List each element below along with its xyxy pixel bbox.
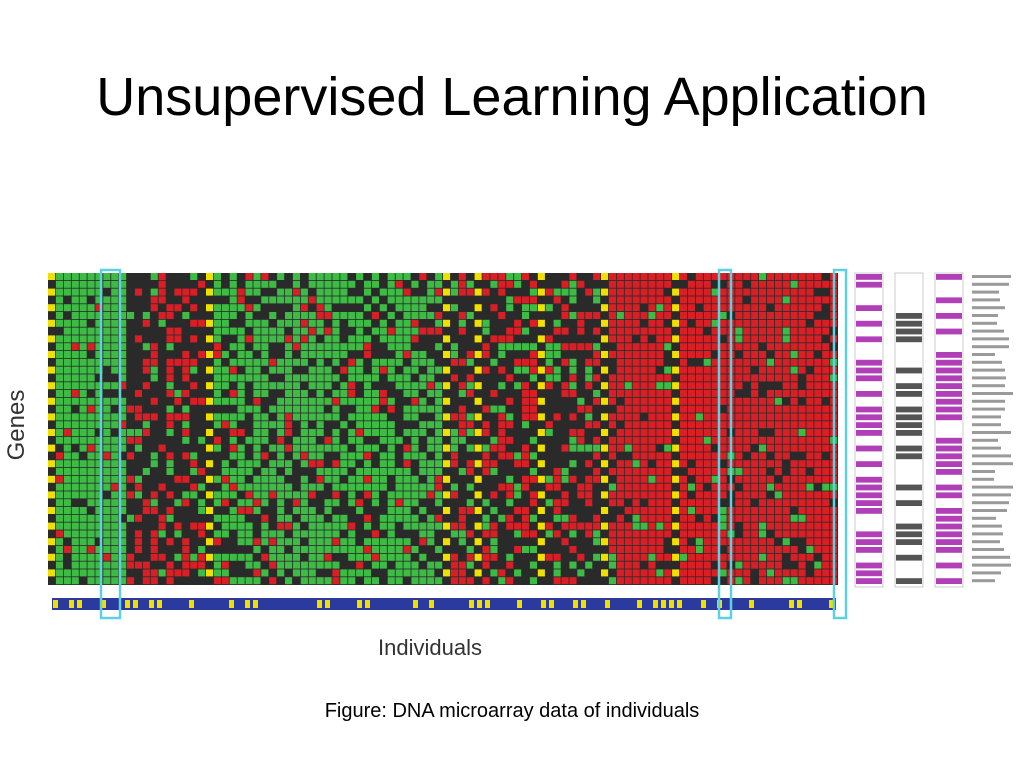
figure-caption: Figure: DNA microarray data of individua… <box>324 700 700 722</box>
microarray-figure: Genes Individuals <box>3 268 1013 660</box>
y-axis-label: Genes <box>3 390 30 461</box>
gene-annotation-bars <box>854 272 964 588</box>
gene-label-column <box>972 275 1013 583</box>
slide-title: Unsupervised Learning Application <box>96 67 928 127</box>
highlight-boxes <box>99 268 848 620</box>
x-axis-label: Individuals <box>378 635 482 660</box>
individual-class-strip <box>52 598 836 610</box>
heatmap-grid <box>48 273 838 585</box>
